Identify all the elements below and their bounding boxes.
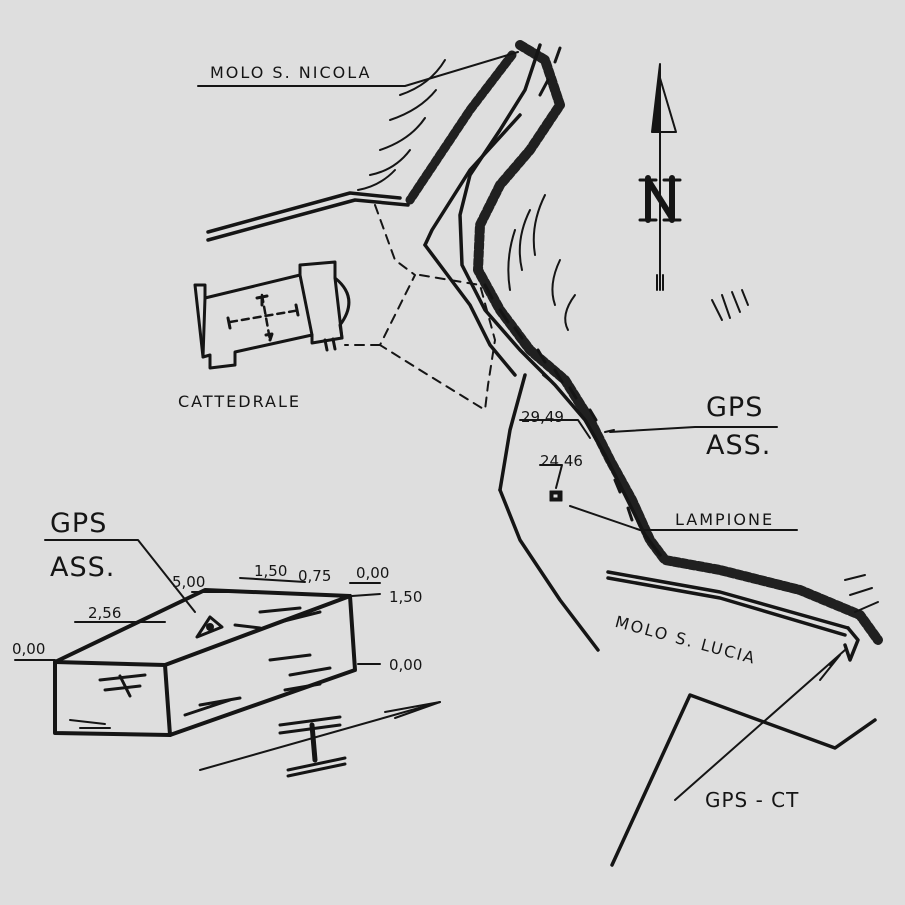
detail-gps-bottom: ASS. [50, 552, 116, 583]
detail-elev-0-75: 0,75 [298, 567, 332, 585]
benchmark-block [14, 539, 441, 778]
detail-elev-2-56: 2,56 [88, 604, 122, 622]
label-gps-ass-top: GPS [706, 392, 764, 423]
sea-hatching [357, 59, 879, 613]
label-lampione: LAMPIONE [675, 510, 775, 529]
detail-elev-1-50-right: 1,50 [389, 588, 423, 606]
north-arrow [638, 63, 682, 291]
detail-gps-top: GPS [50, 508, 108, 539]
cathedral-plan [193, 260, 351, 370]
label-gps-ct: GPS - CT [705, 788, 800, 812]
label-molo-s-nicola: MOLO S. NICOLA [210, 63, 372, 82]
label-gps-ass-bottom: ASS. [706, 430, 772, 461]
label-distance-24-46: 24,46 [540, 452, 583, 470]
detail-elev-0-00-left: 0,00 [12, 640, 46, 658]
detail-elev-1-50-top: 1,50 [254, 562, 288, 580]
quay-bollards [483, 46, 634, 522]
detail-elev-0-00-top: 0,00 [356, 564, 390, 582]
label-cattedrale: CATTEDRALE [178, 392, 302, 411]
dashed-paths [344, 204, 496, 411]
leader-lines [197, 51, 846, 801]
detail-elev-0-00-right: 0,00 [389, 656, 423, 674]
detail-elev-5-00: 5,00 [172, 573, 206, 591]
breakwater-rocks [405, 40, 883, 645]
label-distance-29-49: 29,49 [521, 408, 564, 426]
